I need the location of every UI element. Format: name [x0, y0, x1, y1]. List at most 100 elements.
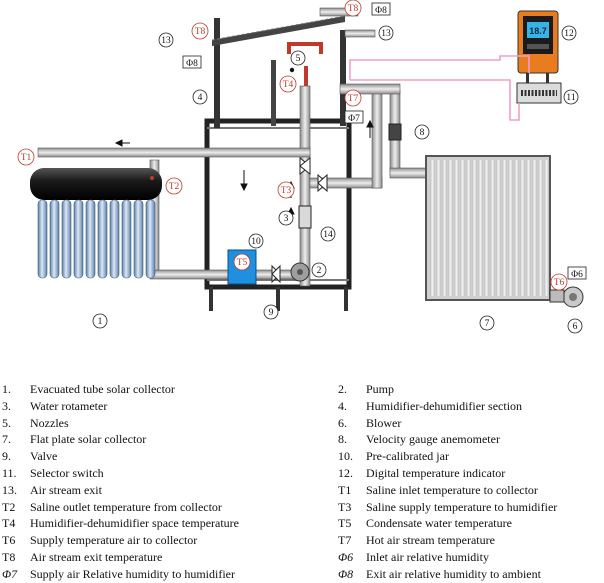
- legend-code: T8: [2, 550, 16, 564]
- legend-text: Flat plate solar collector: [30, 432, 147, 447]
- vacuum-tube: [133, 199, 144, 279]
- legend-text: Supply temperature air to collector: [30, 533, 198, 548]
- absorber-strip: [514, 160, 519, 296]
- callout-number: 4: [198, 93, 203, 103]
- legend-item: 9. Valve: [2, 449, 57, 463]
- legend-text: Water rotameter: [30, 398, 108, 413]
- sensor-tag: T1: [21, 153, 32, 163]
- legend-code: T4: [2, 516, 16, 531]
- vacuum-tube: [73, 199, 84, 279]
- callout-number: 11: [566, 93, 575, 103]
- vacuum-tube: [109, 199, 120, 279]
- absorber-strip: [466, 160, 471, 296]
- legend-item: 6. Blower: [338, 416, 401, 430]
- vacuum-tube: [97, 199, 108, 279]
- legend-code: T3: [338, 499, 352, 514]
- nozzles: [287, 42, 323, 86]
- pump: [290, 262, 310, 282]
- velocity-gauge-anemometer: [388, 123, 402, 141]
- legend-code: 3.: [2, 398, 11, 413]
- legend-item: T5 Condensate water temperature: [338, 516, 512, 530]
- absorber-strip: [430, 160, 435, 296]
- absorber-strip: [502, 160, 507, 296]
- humidity-tag: Φ6: [571, 270, 583, 280]
- legend-text: Selector switch: [30, 466, 104, 480]
- legend-code: Φ8: [338, 566, 354, 581]
- legend-code: 6.: [338, 415, 347, 430]
- legend-text: Air stream exit: [30, 482, 102, 497]
- legend-code: T2: [2, 499, 16, 514]
- legend-item: 10.Pre-calibrated jar: [338, 449, 449, 463]
- vacuum-tube: [121, 199, 132, 279]
- sensor-tag: T4: [283, 80, 294, 90]
- legend-code: T7: [338, 533, 352, 548]
- legend-code: 1.: [2, 382, 11, 396]
- legend-text: Humidifier-dehumidifier section: [366, 398, 523, 413]
- legend-item: 8.Velocity gauge anemometer: [338, 432, 500, 446]
- legend-item: 4. Humidifier-dehumidifier section: [338, 399, 522, 413]
- sensor-tag: T6: [554, 278, 565, 288]
- legend-code: Φ6: [338, 550, 354, 564]
- legend-text: Blower: [366, 415, 402, 430]
- legend-code: T1: [338, 482, 352, 497]
- blower: [549, 286, 584, 308]
- legend-text: Hot air stream temperature: [366, 533, 495, 548]
- legend-text: Evacuated tube solar collector: [30, 382, 175, 396]
- absorber-strip: [442, 160, 447, 296]
- legend-text: Inlet air relative humidity: [366, 550, 489, 564]
- legend-text: Digital temperature indicator: [366, 466, 506, 480]
- absorber-strip: [532, 160, 537, 296]
- sensor-tag-circles: [17, 0, 568, 291]
- legend-text: Nozzles: [30, 415, 69, 430]
- legend-code: 13.: [2, 482, 17, 497]
- callout-number: 2: [317, 266, 322, 276]
- callout-number: 13: [381, 29, 391, 39]
- legend-code: 7.: [2, 432, 11, 447]
- sensor-tag: T3: [281, 186, 292, 196]
- callout-number: 10: [251, 237, 261, 247]
- sensor-wire: [349, 55, 530, 80]
- legend-code: 4.: [338, 398, 347, 413]
- legend-item: Φ7 Supply air Relative humidity to humidi…: [2, 567, 235, 581]
- legend-code: 10.: [338, 449, 353, 464]
- vacuum-tube: [145, 199, 156, 279]
- absorber-strip: [448, 160, 453, 296]
- legend-text: Pump: [366, 382, 395, 396]
- legend-item: Φ6 Inlet air relative humidity: [338, 550, 489, 564]
- legend-code: 9.: [2, 449, 11, 464]
- absorber-strip: [544, 160, 549, 296]
- callout-number: 12: [564, 29, 574, 39]
- legend-item: 7. Flat plate solar collector: [2, 432, 146, 446]
- legend-text: Saline inlet temperature to collector: [366, 482, 538, 497]
- absorber-strip: [472, 160, 477, 296]
- legend-text: Velocity gauge anemometer: [366, 432, 500, 447]
- callout-number: 9: [269, 308, 274, 318]
- valve-icon: [271, 156, 328, 284]
- absorber-strip: [520, 160, 525, 296]
- phi-boxes: [182, 2, 587, 280]
- sensor-tag: T2: [169, 182, 180, 192]
- humidity-tag: Φ8: [375, 6, 387, 16]
- vacuum-tube: [37, 199, 48, 279]
- absorber-strip: [436, 160, 441, 296]
- legend-item: T7 Hot air stream temperature: [338, 533, 495, 547]
- callout-number: 8: [420, 128, 425, 138]
- legend: 1. Evacuated tube solar collector 3. Water …: [0, 376, 604, 583]
- sensor-tag: T8: [348, 4, 359, 14]
- legend-item: 11.Selector switch: [2, 466, 104, 480]
- absorber-strip: [508, 160, 513, 296]
- legend-text: Supply air Relative humidity to humidifi…: [30, 566, 235, 581]
- flat-plate-solar-collector: [425, 155, 551, 301]
- legend-code: T5: [338, 516, 352, 531]
- legend-text: Condensate water temperature: [366, 516, 512, 531]
- legend-text: Valve: [30, 449, 58, 464]
- legend-code: Φ7: [2, 566, 18, 581]
- legend-text: Saline supply temperature to humidifier: [366, 499, 558, 514]
- water-rotameter: [298, 205, 312, 229]
- callout-number: 6: [573, 322, 578, 332]
- legend-code: 5.: [2, 415, 11, 430]
